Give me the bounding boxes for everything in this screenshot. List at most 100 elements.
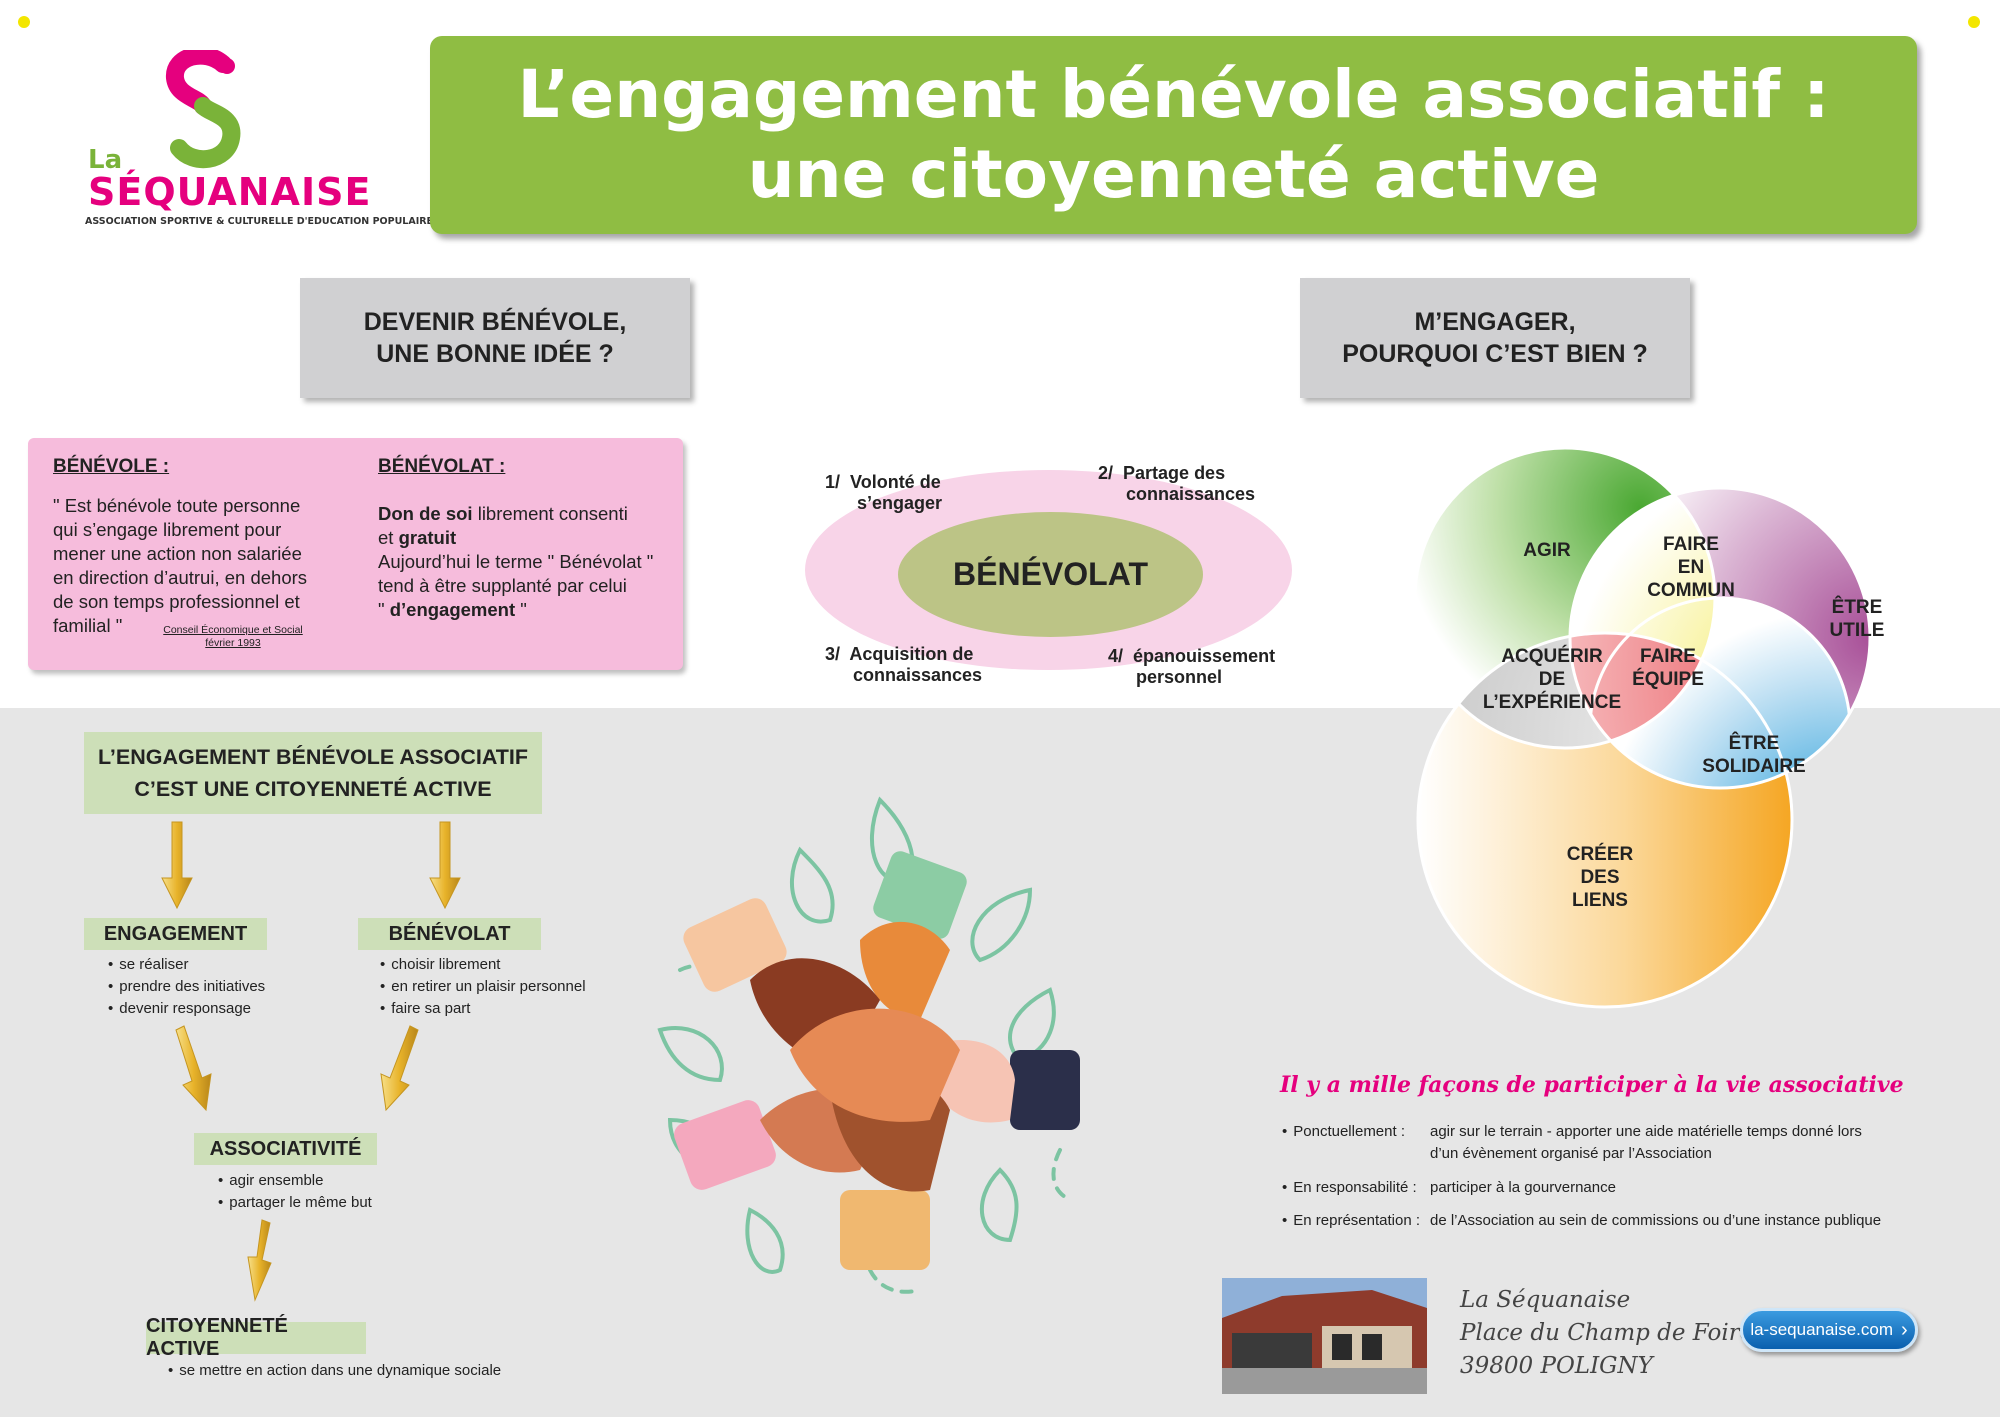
question-left-line: UNE BONNE IDÉE ? [376,340,614,368]
venn-label-agir: AGIR [1523,540,1571,561]
step-text: personnel [1136,667,1223,687]
corner-dot [18,16,30,28]
venn-line: COMMUN [1647,580,1735,601]
benevole-line: en direction d’autrui, en dehors [53,567,308,588]
address-block: La Séquanaise Place du Champ de Foire 39… [1460,1284,1753,1383]
def-bold: d’engagement [389,599,516,620]
benevolat-definition: Don de soi librement consenti et gratuit… [378,502,678,622]
question-right-box: M’ENGAGER, POURQUOI C’EST BIEN ? [1300,278,1690,398]
step-2: 2/ Partage des connaissances [1098,463,1255,505]
venn-line: LIENS [1572,890,1628,911]
step-3: 3/ Acquisition de connaissances [825,644,982,686]
title-banner: L’engagement bénévole associatif : une c… [430,36,1917,234]
website-button[interactable]: la-sequanaise.com › [1740,1308,1918,1352]
list-item: en retirer un plaisir personnel [380,976,585,998]
definitions-box: BÉNÉVOLE : " Est bénévole toute personne… [28,438,683,670]
engagement-list: se réaliser prendre des initiatives deve… [108,954,265,1020]
flow-heading-line: L’ENGAGEMENT BÉNÉVOLE ASSOCIATIF [97,745,529,769]
def-text: tend à être supplanté par celui [378,575,627,596]
participation-label: En responsabilité : [1282,1177,1416,1199]
associativite-tag: ASSOCIATIVITÉ [194,1133,377,1165]
benevole-line: " Est bénévole toute personne [53,495,301,516]
benevolat-ellipse-inner: BÉNÉVOLAT [898,512,1203,637]
website-label: la-sequanaise.com [1750,1320,1894,1339]
benevole-source: Conseil Économique et Social février 199… [158,624,308,650]
address-line: La Séquanaise [1460,1287,1631,1313]
def-bold: gratuit [398,527,457,548]
citoyennete-list: se mettre en action dans une dynamique s… [168,1360,501,1382]
flow-heading-line: C’EST UNE CITOYENNETÉ ACTIVE [134,777,492,801]
list-item: prendre des initiatives [108,976,265,998]
step-num: 4/ [1108,646,1124,666]
def-text: Aujourd’hui le terme " Bénévolat " [378,551,654,572]
step-text: Partage des [1123,463,1226,483]
list-item: se réaliser [108,954,265,976]
venn-line: DES [1580,867,1620,888]
venn-line: EN [1677,557,1705,578]
benevole-line: familial " [53,615,123,636]
benevole-line: qui s’engage librement pour [53,519,282,540]
venn-label-faire-en-commun: FAIRE EN COMMUN [1591,533,1791,602]
benevole-line: mener une action non salariée [53,543,302,564]
step-text: Volonté de [850,472,941,492]
benevole-title: BÉNÉVOLE : [53,456,170,477]
flow-heading: L’ENGAGEMENT BÉNÉVOLE ASSOCIATIF C’EST U… [84,732,542,814]
logo-s-icon [166,50,241,169]
venn-label-creer-liens: CRÉER DES LIENS [1500,843,1700,912]
question-left-box: DEVENIR BÉNÉVOLE, UNE BONNE IDÉE ? [300,278,690,398]
participation-detail: de l’Association au sein de commissions … [1430,1212,1882,1229]
list-item: agir ensemble [218,1170,372,1192]
citoyennete-tag: CITOYENNETÉ ACTIVE [146,1315,366,1360]
question-right-line: POURQUOI C’EST BIEN ? [1342,340,1648,368]
benevole-line: de son temps professionnel et [53,591,300,612]
def-text: et [378,527,399,548]
benevolat-list: choisir librement en retirer un plaisir … [380,954,586,1020]
venn-diagram [1413,446,1872,1009]
list-item: partager le même but [218,1192,372,1214]
step-num: 2/ [1098,463,1114,483]
step-text: Acquisition de [849,644,974,664]
building-photo [1222,1278,1427,1394]
chevron-right-icon: › [1901,1318,1908,1341]
step-text: s’engager [857,493,943,513]
step-1: 1/ Volonté de s’engager [825,472,942,514]
venn-line: ACQUÉRIR [1501,646,1603,667]
title-line-1: L’engagement bénévole associatif : [517,56,1830,133]
source-line: Conseil Économique et Social [163,624,303,636]
list-item: faire sa part [380,998,586,1020]
logo-la-text: La [88,145,123,175]
participation-label: Ponctuellement : [1282,1121,1405,1143]
venn-label-etre-solidaire: ÊTRE SOLIDAIRE [1654,732,1854,778]
venn-line: ÉQUIPE [1632,669,1704,690]
def-text: librement consenti [472,503,628,524]
hands-icon [674,851,1080,1270]
participation-detail: agir sur le terrain - apporter une aide … [1430,1121,1910,1165]
address-line: 39800 POLIGNY [1460,1353,1653,1379]
source-line: février 1993 [205,637,261,649]
title-line-2: une citoyenneté active [747,136,1600,213]
logo-name-text: SÉQUANAISE [88,170,372,214]
arrow-down-icon [161,821,461,1302]
participation-detail: participer à la gourvernance [1430,1179,1616,1196]
associativite-list: agir ensemble partager le même but [218,1170,372,1214]
question-left-line: DEVENIR BÉNÉVOLE, [363,308,627,336]
step-text: connaissances [853,665,983,685]
venn-line: CRÉER [1566,844,1634,865]
venn-line: DE [1538,669,1566,690]
benevolat-tag: BÉNÉVOLAT [358,918,541,950]
benevole-definition: " Est bénévole toute personne qui s’enga… [53,494,343,638]
corner-dot [1968,16,1980,28]
step-num: 3/ [825,644,841,664]
question-right-line: M’ENGAGER, [1414,308,1576,336]
step-4: 4/ épanouissement personnel [1108,646,1275,688]
flow-arrows [161,821,461,1302]
participation-line: agir sur le terrain - apporter une aide … [1430,1123,1862,1140]
address-line: Place du Champ de Foire [1460,1320,1754,1346]
participation-line: d’un évènement organisé par l’Associatio… [1430,1145,1712,1162]
venn-label-etre-utile: ÊTRE UTILE [1757,596,1957,642]
benevolat-center-label: BÉNÉVOLAT [953,556,1148,592]
benevolat-title: BÉNÉVOLAT : [378,456,506,477]
venn-line: FAIRE [1640,646,1696,667]
logo-subtitle: ASSOCIATION SPORTIVE & CULTURELLE D'EDUC… [85,216,434,227]
hands-illustration [657,796,1080,1294]
